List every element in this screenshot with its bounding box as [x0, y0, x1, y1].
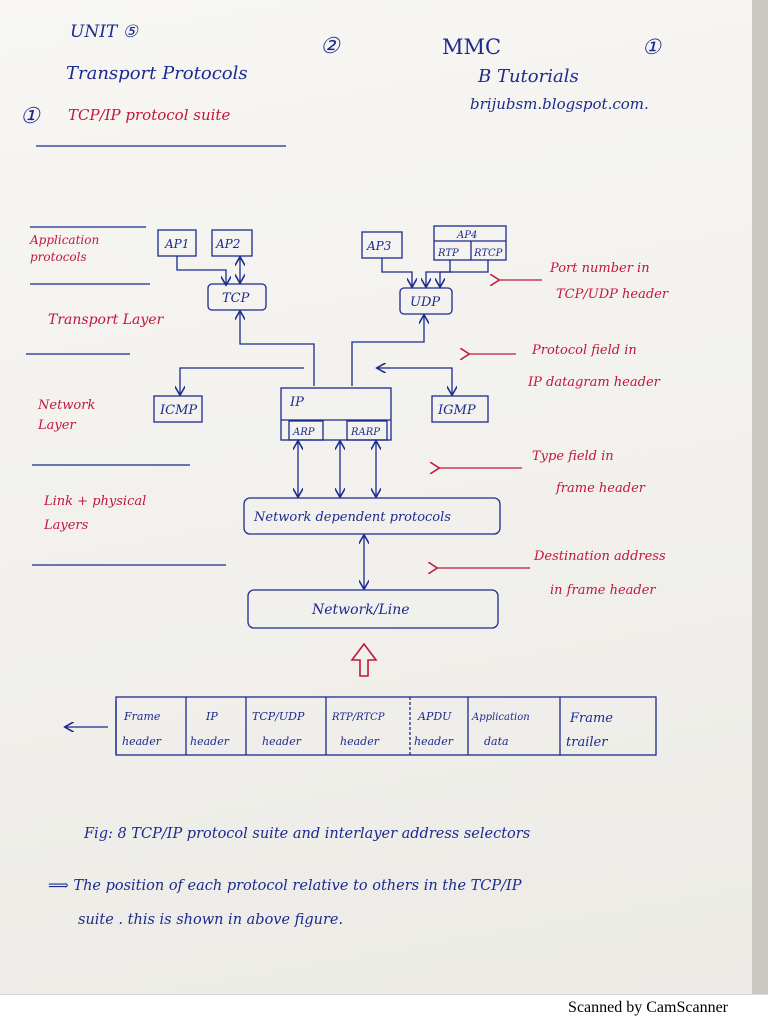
subject-title: MMC: [442, 35, 502, 59]
camscanner-watermark: Scanned by CamScanner: [568, 999, 728, 1016]
ap2-label: AP2: [215, 237, 240, 251]
frame-cell-5-top: Application: [471, 712, 530, 723]
section-title: TCP/IP protocol suite: [68, 106, 231, 124]
annotation-type-line1: Type field in: [532, 449, 614, 464]
frame-cell-2-bottom: header: [262, 735, 302, 748]
ap4-label: AP4: [456, 230, 477, 241]
brand-name: B Tutorials: [478, 66, 579, 87]
section-number: ①: [20, 104, 40, 129]
layer-label-application: Application protocols: [30, 233, 100, 264]
page-number: ①: [642, 35, 661, 59]
ap4-box: [433, 225, 507, 261]
frame-cell-0-top: Frame: [123, 710, 161, 723]
protocol-suite-diagram: AP1 AP2 AP3 AP4 RTP RTCP TCP UDP ICMP IP…: [26, 145, 669, 756]
udp-label: UDP: [410, 295, 440, 310]
up-arrow-icon: [350, 642, 378, 677]
rtcp-label: RTCP: [473, 248, 503, 259]
igmp-label: IGMP: [437, 403, 476, 418]
network-line-box: [247, 589, 499, 629]
frame-cell-6-bottom: trailer: [566, 735, 608, 750]
annotation-port-line1: Port number in: [549, 261, 650, 276]
tcp-label: TCP: [222, 291, 250, 306]
note-line-2: suite . this is shown in above figure.: [78, 912, 344, 928]
arp-label: ARP: [292, 427, 315, 438]
ap1-label: AP1: [164, 237, 189, 251]
icmp-label: ICMP: [159, 403, 197, 418]
network-line-label: Network/Line: [311, 602, 410, 618]
frame-cell-2-top: TCP/UDP: [252, 710, 305, 723]
frame-cell-1-top: IP: [205, 710, 218, 723]
layer-label-link: Link + physical Layers: [44, 494, 147, 533]
ap2-box: [211, 229, 253, 257]
annotation-port-line2: TCP/UDP header: [556, 287, 669, 302]
frame-cell-3-bottom: header: [340, 735, 380, 748]
annotation-protocol-line2: IP datagram header: [527, 375, 661, 390]
annotation-protocol-line1: Protocol field in: [531, 343, 637, 358]
frame-cell-1-bottom: header: [190, 735, 230, 748]
rtp-label: RTP: [437, 248, 459, 259]
blog-address: brijubsm.blogspot.com.: [470, 95, 649, 113]
igmp-box: [431, 395, 489, 423]
frame-cell-3-top: RTP/RTCP: [331, 712, 385, 723]
frame-cell-5-bottom: data: [484, 735, 509, 748]
frame-cell-4-top: APDU: [417, 710, 452, 723]
ap3-label: AP3: [366, 239, 392, 253]
rarp-label: RARP: [350, 427, 380, 438]
annotation-dest-line2: in frame header: [550, 583, 656, 598]
page-edge-shadow: [752, 0, 768, 1000]
frame-cell-6-top: Frame: [569, 711, 613, 726]
ip-label: IP: [289, 395, 304, 410]
frame-cell-4-bottom: header: [414, 735, 454, 748]
frame-cell-0-bottom: header: [122, 735, 162, 748]
chapter-title: Transport Protocols: [66, 63, 248, 84]
page-mark: ②: [320, 34, 340, 59]
rarp-box: [346, 420, 388, 441]
arp-box: [288, 420, 324, 441]
network-dependent-label: Network dependent protocols: [253, 510, 451, 525]
figure-caption: Fig: 8 TCP/IP protocol suite and interla…: [84, 826, 531, 842]
scanner-footer: Scanned by CamScanner: [0, 994, 768, 1025]
annotation-dest-line1: Destination address: [533, 549, 666, 564]
annotation-type-line2: frame header: [555, 481, 646, 496]
note-line-1: ⟹ The position of each protocol relative…: [48, 878, 522, 894]
layer-label-network: Network Layer: [38, 398, 96, 433]
layer-label-transport: Transport Layer: [48, 312, 164, 328]
unit-label: UNIT ⑤: [70, 22, 138, 42]
